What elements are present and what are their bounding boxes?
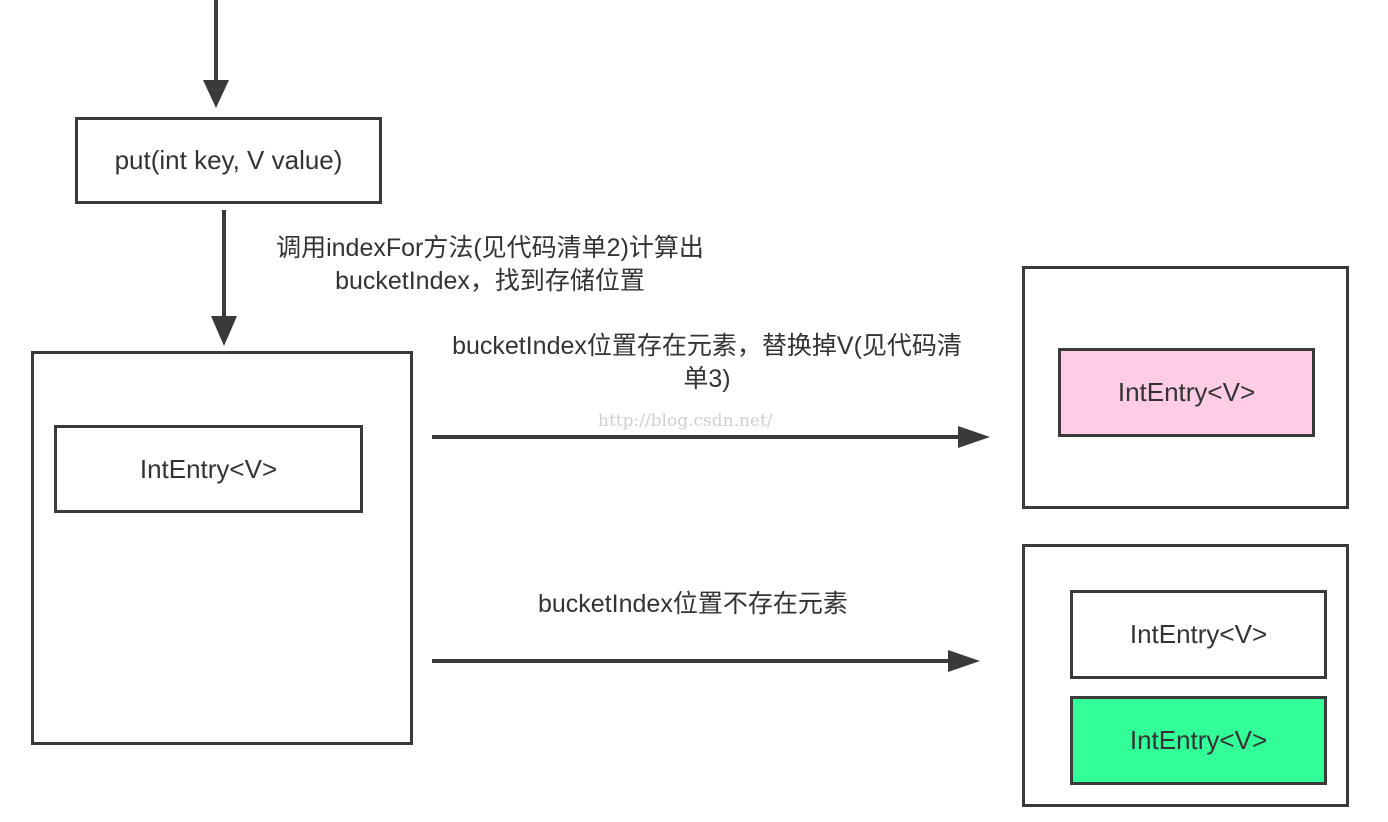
index-step-line-1: 调用indexFor方法(见代码清单2)计算出 xyxy=(276,234,704,262)
replace-branch-label: bucketIndex位置存在元素，替换掉V(见代码清 单3) xyxy=(422,330,992,396)
replace-arrow xyxy=(432,426,990,448)
bucket-entry-box: IntEntry<V> xyxy=(54,425,363,513)
put-method-label: put(int key, V value) xyxy=(114,145,343,175)
index-arrow xyxy=(211,210,237,346)
replace-branch-line-1: bucketIndex位置存在元素，替换掉V(见代码清 xyxy=(452,332,962,360)
insert-branch-label: bucketIndex位置不存在元素 xyxy=(538,590,848,618)
index-step-line-2: bucketIndex，找到存储位置 xyxy=(335,267,645,295)
existing-entry-box: IntEntry<V> xyxy=(1070,590,1327,679)
new-entry-box: IntEntry<V> xyxy=(1070,696,1327,785)
put-method-box: put(int key, V value) xyxy=(75,117,382,204)
index-step-label: 调用indexFor方法(见代码清单2)计算出 bucketIndex，找到存储… xyxy=(250,232,730,298)
watermark-text: http://blog.csdn.net/ xyxy=(598,411,773,431)
replaced-entry-label: IntEntry<V> xyxy=(1117,377,1256,407)
entry-arrow xyxy=(203,0,229,108)
insert-arrow xyxy=(432,650,980,672)
new-entry-label: IntEntry<V> xyxy=(1129,725,1268,755)
bucket-entry-label: IntEntry<V> xyxy=(139,453,278,484)
existing-entry-label: IntEntry<V> xyxy=(1129,619,1268,649)
bucket-container xyxy=(31,351,413,745)
replace-branch-line-2: 单3) xyxy=(683,365,731,393)
replaced-entry-box: IntEntry<V> xyxy=(1058,348,1315,437)
